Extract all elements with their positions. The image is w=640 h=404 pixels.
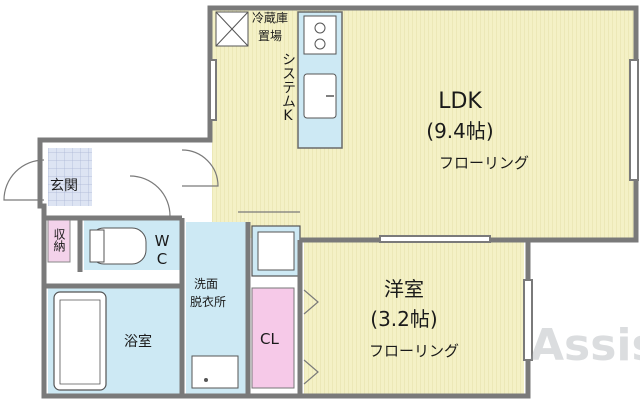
doors bbox=[3, 149, 319, 385]
watermark-text: Assist bbox=[530, 320, 640, 371]
western-room-floor bbox=[304, 238, 524, 394]
washroom-label-line1: 洗面 bbox=[194, 277, 218, 291]
storage-label: 収納 bbox=[52, 228, 66, 252]
washroom bbox=[186, 222, 301, 394]
kitchen-label: システムK bbox=[280, 52, 296, 124]
toilet-label: WC bbox=[153, 232, 171, 268]
ldk-name: LDK bbox=[438, 89, 482, 114]
bathroom bbox=[48, 288, 184, 394]
western-room-floor-type: フローリング bbox=[369, 342, 459, 360]
watermark-logo: Assist bbox=[530, 320, 640, 371]
fridge-space bbox=[215, 11, 249, 47]
closet-label: CL bbox=[260, 330, 279, 348]
windows bbox=[209, 59, 639, 361]
stove-icon bbox=[303, 15, 337, 55]
fridge-label-line2: 置場 bbox=[258, 29, 282, 43]
washbasin-icon bbox=[191, 355, 239, 389]
fridge-label-line1: 冷蔵庫 bbox=[252, 11, 288, 25]
western-room-size: (3.2帖) bbox=[370, 307, 437, 331]
bath-label: 浴室 bbox=[124, 333, 152, 350]
kitchen-counter bbox=[297, 11, 343, 149]
bathtub-icon bbox=[53, 291, 107, 391]
ldk-floor-type: フローリング bbox=[439, 154, 529, 172]
washroom-label-line2: 脱衣所 bbox=[190, 294, 226, 309]
toilet-room bbox=[84, 220, 180, 270]
closet-floor bbox=[251, 287, 295, 389]
western-room-name: 洋室 bbox=[384, 277, 424, 301]
ldk-lower-floor bbox=[212, 148, 392, 218]
entrance-label: 玄関 bbox=[50, 177, 78, 194]
sink-icon bbox=[303, 73, 337, 119]
ldk-size: (9.4帖) bbox=[426, 119, 493, 143]
entrance-floor bbox=[48, 148, 92, 206]
ldk-room bbox=[212, 10, 636, 238]
